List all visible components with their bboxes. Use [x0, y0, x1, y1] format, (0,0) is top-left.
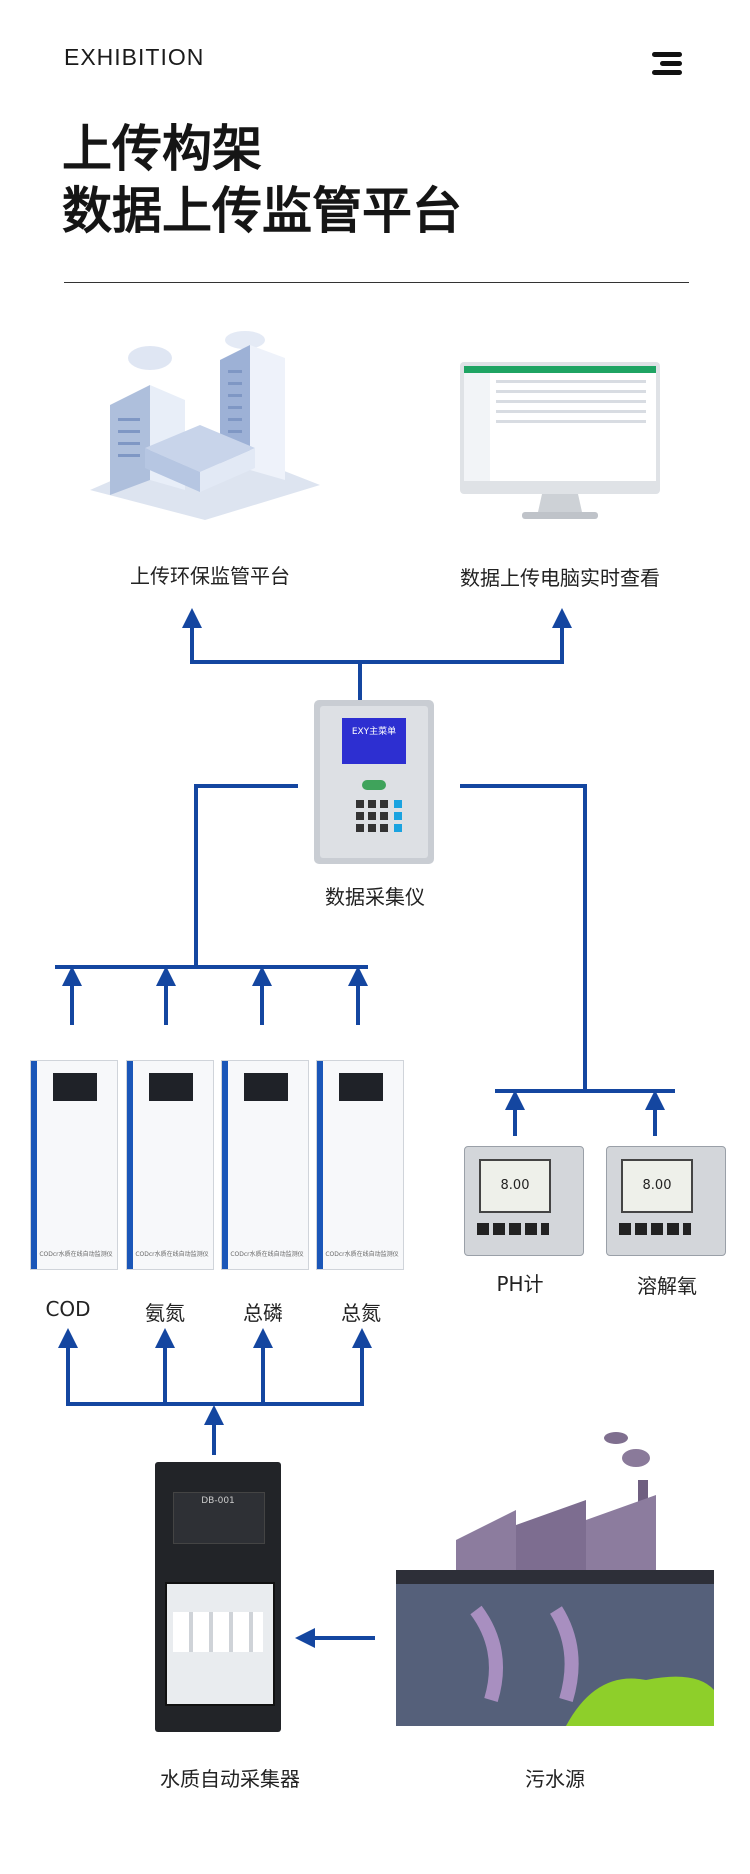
analyzer-cabinet-nitrogen: CODcr水质在线自动监测仪 — [316, 1060, 404, 1270]
pc-label: 数据上传电脑实时查看 — [460, 566, 660, 590]
pc-illustration — [460, 362, 660, 527]
analyzer-plate: CODcr水质在线自动监测仪 — [135, 1251, 209, 1258]
analyzer-label-phosphorus: 总磷 — [243, 1301, 283, 1325]
header-divider — [64, 282, 689, 283]
eyebrow-label: EXHIBITION — [64, 44, 205, 70]
factory-icon — [396, 1432, 714, 1726]
collector-screen-title: EXY主菜单 — [351, 727, 397, 737]
do-meter-display: 8.00 — [621, 1159, 693, 1213]
ph-label: PH计 — [496, 1272, 544, 1296]
platform-label: 上传环保监管平台 — [130, 564, 290, 588]
page-title-line2: 数据上传监管平台 — [62, 182, 462, 240]
wire-collector-to-analyzers — [194, 784, 298, 967]
source-label: 污水源 — [525, 1767, 585, 1791]
analyzer-label-cod: COD — [45, 1297, 91, 1321]
do-label: 溶解氧 — [637, 1274, 697, 1298]
ph-meter: 8.00 — [464, 1146, 584, 1256]
analyzer-plate: CODcr水质在线自动监测仪 — [325, 1251, 399, 1258]
analyzer-cabinet-cod: CODcr水质在线自动监测仪 — [30, 1060, 118, 1270]
pollution-source-illustration — [396, 1430, 714, 1726]
page-title-line1: 上传构架 — [62, 120, 262, 178]
analyzer-plate: CODcr水质在线自动监测仪 — [230, 1251, 304, 1258]
monitor-icon — [460, 362, 660, 519]
ph-meter-display: 8.00 — [479, 1159, 551, 1213]
analyzer-label-nitrogen: 总氮 — [341, 1301, 381, 1325]
wire-collector-to-platforms — [190, 620, 564, 700]
platform-illustration — [90, 330, 320, 520]
buildings-icon — [90, 331, 320, 520]
analyzer-cabinet-phosphorus: CODcr水质在线自动监测仪 — [221, 1060, 309, 1270]
sampler-label: 水质自动采集器 — [160, 1767, 300, 1791]
do-meter: 8.00 — [606, 1146, 726, 1256]
analyzer-cabinet-ammonia: CODcr水质在线自动监测仪 — [126, 1060, 214, 1270]
water-sampler: DB-001 — [155, 1462, 281, 1732]
data-logger-icon — [314, 700, 434, 864]
collector-label: 数据采集仪 — [325, 885, 425, 909]
sampler-plate: DB-001 — [201, 1496, 235, 1506]
menu-icon[interactable] — [650, 52, 682, 76]
wire-collector-to-meters — [460, 784, 587, 1091]
analyzer-label-ammonia: 氨氮 — [145, 1301, 185, 1325]
collector-device: EXY主菜单 — [314, 700, 434, 864]
analyzer-plate: CODcr水质在线自动监测仪 — [39, 1251, 113, 1258]
